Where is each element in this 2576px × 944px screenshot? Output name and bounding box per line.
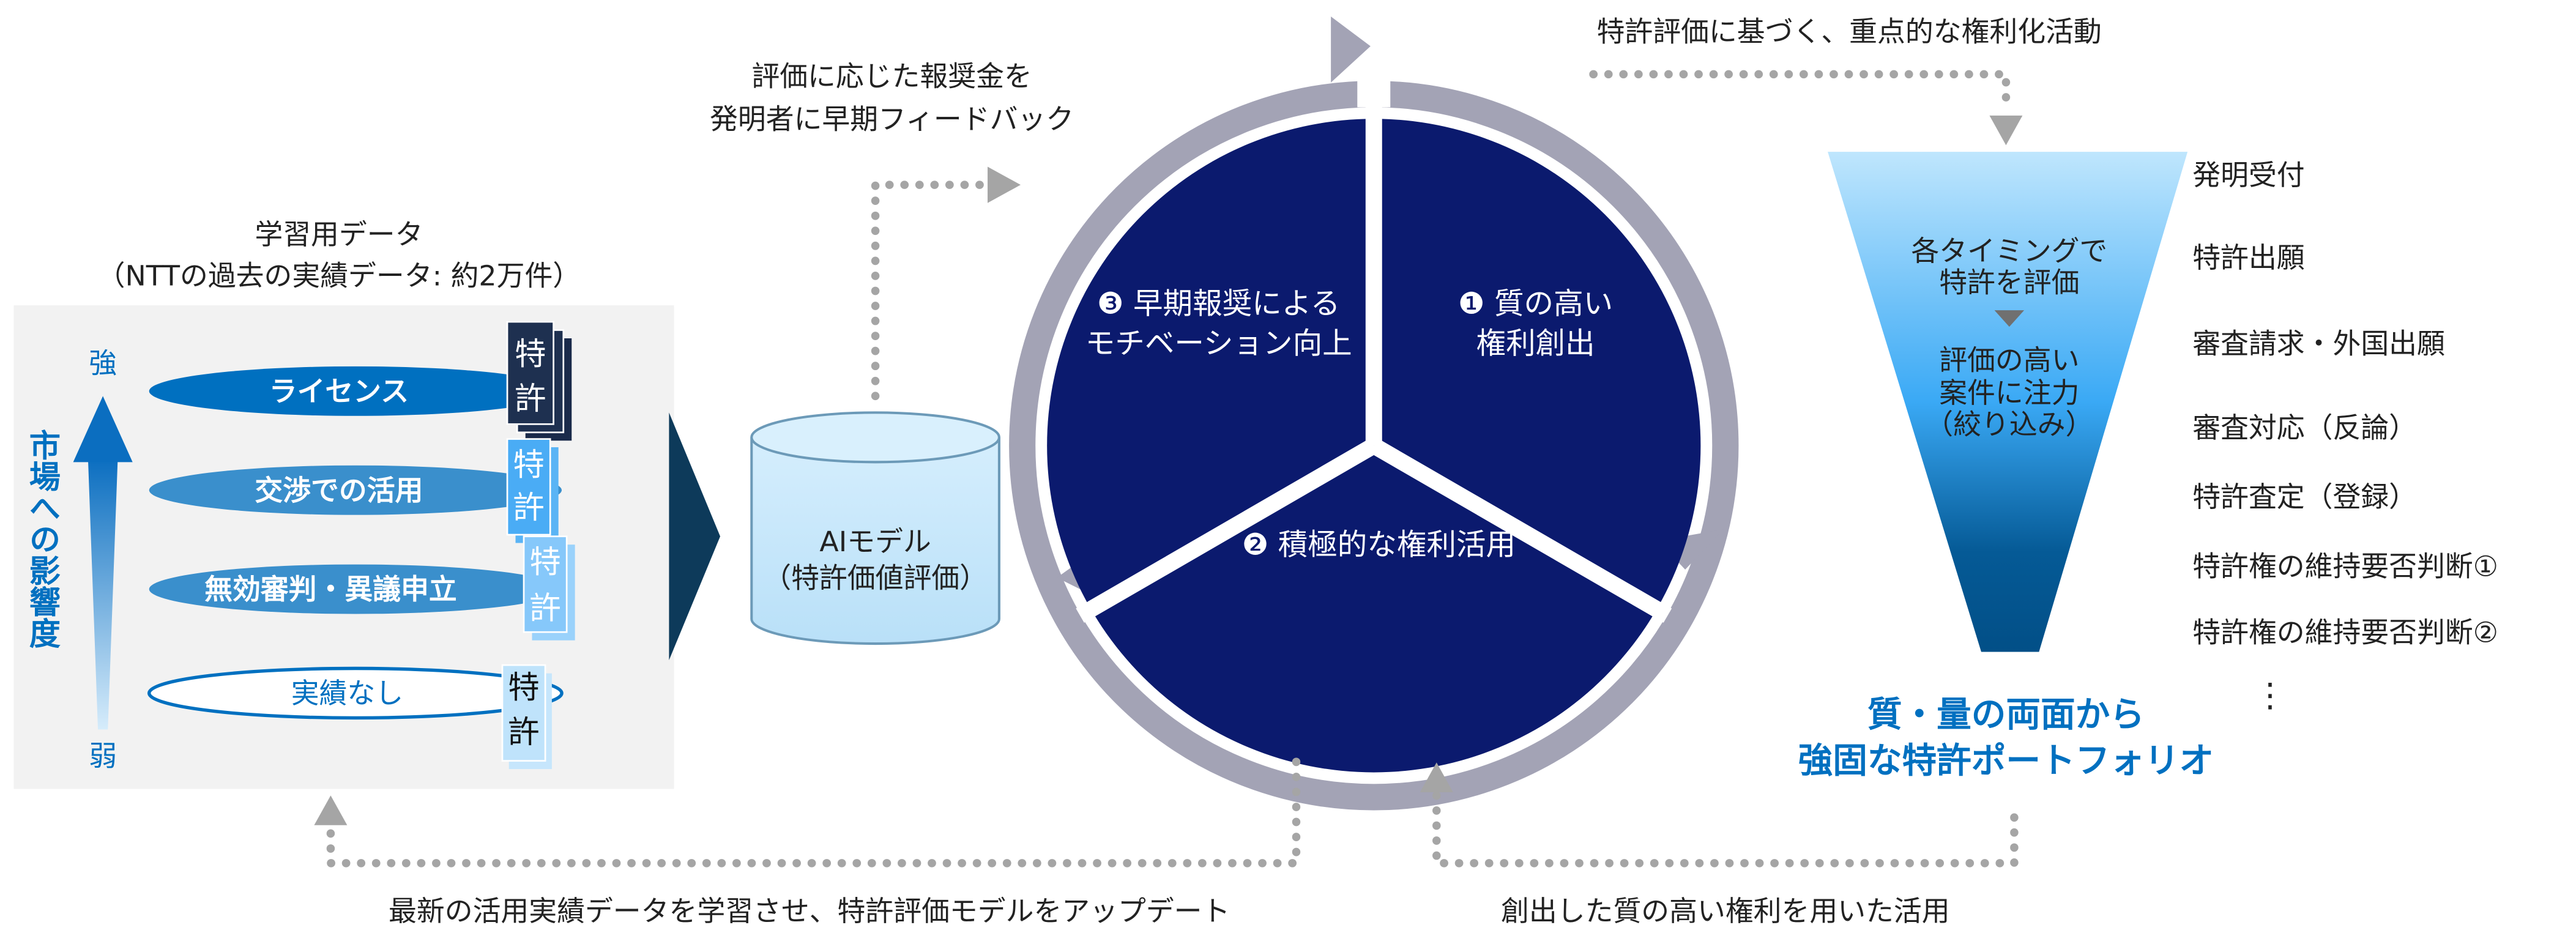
step3-label-2: モチベーション向上 xyxy=(1085,326,1352,360)
svg-text:許: 許 xyxy=(508,714,539,751)
stage-item: 特許出願 xyxy=(2192,241,2304,274)
utilization-dotted-line xyxy=(1432,791,2019,868)
training-data-subtitle: （NTTの過去の実績データ: 約2万件） xyxy=(97,259,581,292)
svg-text:無効審判・異議申立: 無効審判・異議申立 xyxy=(204,573,457,606)
top-dotted-line xyxy=(1589,70,2011,117)
funnel-text-top-2: 特許を評価 xyxy=(1939,266,2079,299)
portfolio-text: 質・量の両面から xyxy=(1867,694,2145,735)
svg-text:特: 特 xyxy=(529,544,560,581)
patent-doc-icon: 特 許 xyxy=(506,438,559,543)
svg-text:特: 特 xyxy=(508,669,539,706)
arrowhead-icon xyxy=(1420,762,1453,792)
cycle-dividers xyxy=(1076,98,1672,623)
arrowhead-icon xyxy=(314,795,348,825)
funnel-text-top: 各タイミングで xyxy=(1911,234,2107,267)
step1-label-2: 権利創出 xyxy=(1476,326,1595,360)
stage-item: 特許査定（登録） xyxy=(2192,480,2417,513)
ai-model-database: AIモデル （特許価値評価） xyxy=(750,411,1000,645)
svg-text:特: 特 xyxy=(513,447,545,483)
weak-label: 弱 xyxy=(89,740,117,773)
category-negotiation: 交渉での活用 xyxy=(149,465,562,515)
arrowhead-icon xyxy=(988,166,1021,203)
step1-label: ❶ 質の高い xyxy=(1458,287,1613,321)
down-triangle-icon xyxy=(1994,310,2025,327)
stage-item: 発明受付 xyxy=(2192,158,2304,191)
impact-arrow-icon xyxy=(73,396,133,730)
svg-text:許: 許 xyxy=(515,381,546,417)
update-dotted-line xyxy=(326,755,1301,868)
feedback-text-1: 評価に応じた報奨金を xyxy=(751,59,1032,92)
feedback-dotted-line xyxy=(871,180,987,401)
stage-item: 審査対応（反論） xyxy=(2192,411,2417,444)
step2-label: ❷ 積極的な権利活用 xyxy=(1242,527,1516,562)
svg-text:ライセンス: ライセンス xyxy=(269,375,409,408)
flow-chevron-icon xyxy=(669,412,721,661)
strong-label: 強 xyxy=(89,347,117,380)
category-invalidation: 無効審判・異議申立 xyxy=(149,564,562,614)
stage-item: 特許権の維持要否判断① xyxy=(2192,549,2498,582)
patent-doc-icon: 特 許 xyxy=(506,321,572,441)
stage-item: 特許権の維持要否判断② xyxy=(2192,615,2498,649)
category-license: ライセンス xyxy=(149,366,562,416)
evaluation-funnel xyxy=(1828,152,2188,652)
svg-text:特: 特 xyxy=(515,336,546,373)
svg-text:許: 許 xyxy=(513,489,545,526)
stage-list: 発明受付 特許出願 審査請求・外国出願 審査対応（反論） 特許査定（登録） 特許… xyxy=(2192,158,2498,714)
svg-text:許: 許 xyxy=(529,590,560,627)
category-no-record: 実績なし xyxy=(147,666,564,720)
funnel-text-bottom-3: （絞り込み） xyxy=(1925,407,2093,440)
funnel-text-bottom: 評価の高い xyxy=(1939,343,2079,376)
stage-ellipsis: ⋮ xyxy=(2254,676,2287,715)
stage-item: 審査請求・外国出願 xyxy=(2192,327,2445,360)
svg-text:AIモデル: AIモデル xyxy=(819,525,931,558)
market-impact-label: 市場への影響度 xyxy=(23,429,61,649)
update-model-text: 最新の活用実績データを学習させ、特許評価モデルをアップデート xyxy=(389,894,1230,927)
cycle-arrowhead-icon xyxy=(1331,16,1371,83)
patent-doc-icon: 特 許 xyxy=(523,535,575,641)
feedback-text-2: 発明者に早期フィードバック xyxy=(710,102,1074,135)
portfolio-text-2: 強固な特許ポートフォリオ xyxy=(1798,740,2214,781)
svg-text:（特許価値評価）: （特許価値評価） xyxy=(763,561,988,594)
training-data-title: 学習用データ xyxy=(255,218,423,251)
patent-doc-icon: 特 許 xyxy=(501,664,552,770)
arrowhead-icon xyxy=(1989,115,2023,146)
svg-text:交渉での活用: 交渉での活用 xyxy=(255,474,423,507)
prioritized-activity-text: 特許評価に基づく、重点的な権利化活動 xyxy=(1597,15,2102,48)
utilization-text: 創出した質の高い権利を用いた活用 xyxy=(1501,894,1950,927)
step3-label: ❸ 早期報奨による xyxy=(1097,287,1340,321)
svg-text:実績なし: 実績なし xyxy=(291,677,403,710)
funnel-text-bottom-2: 案件に注力 xyxy=(1939,376,2079,409)
